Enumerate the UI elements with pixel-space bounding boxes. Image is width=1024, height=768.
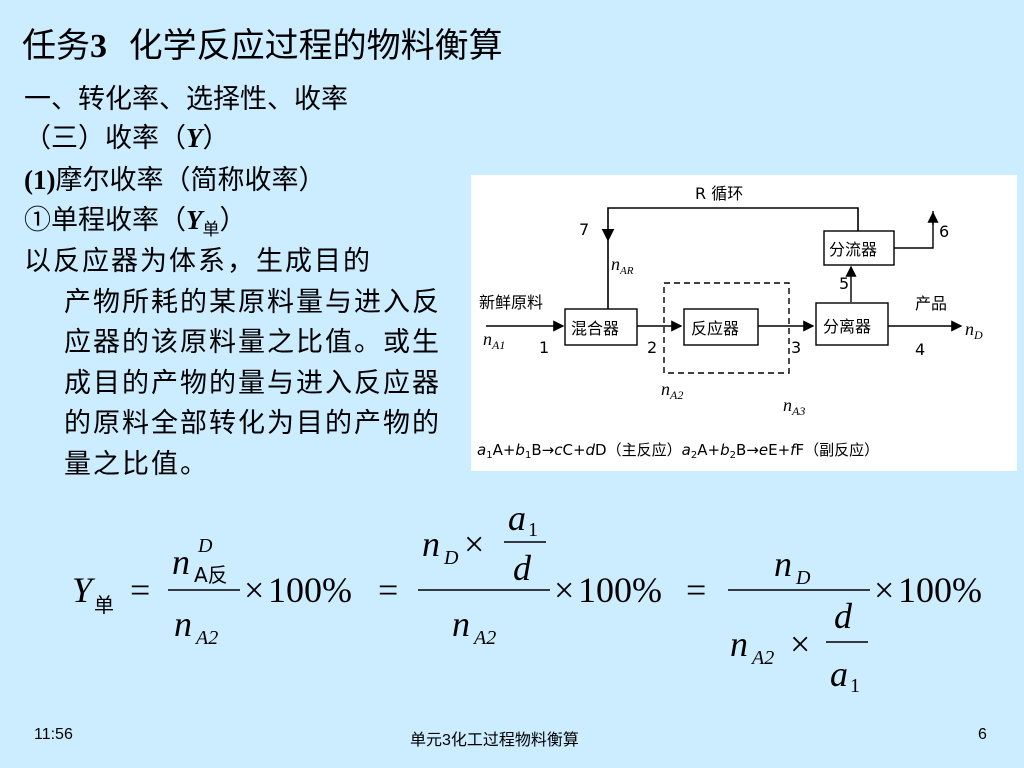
n-A1: nA1 [483, 329, 505, 352]
frac2-a-sub: 1 [528, 519, 538, 541]
stream-5: 5 [839, 274, 849, 293]
formula-eq-2: = [378, 570, 398, 610]
formula-Y: Y [72, 570, 96, 610]
frac2-den-n: n [452, 604, 470, 644]
frac3-a-sub: 1 [850, 675, 860, 697]
separator-label: 分离器 [823, 317, 871, 336]
frac3-den-sub: A2 [750, 647, 774, 669]
n-D: nD [965, 319, 983, 342]
heading-yield: （三）收率（Y） [24, 123, 230, 154]
frac2-a: a [508, 498, 526, 538]
reactor-system-boundary [663, 282, 790, 374]
times-2: × [554, 570, 574, 610]
frac3-num-sub: D [795, 567, 811, 589]
recycle-label: R 循环 [695, 184, 743, 203]
stream-6-line [894, 211, 934, 249]
product-label: 产品 [915, 294, 947, 313]
separator-box [815, 302, 889, 346]
frac3-den-n: n [730, 624, 748, 664]
recycle-line [607, 207, 859, 309]
mixer-box [564, 308, 638, 346]
process-flow-diagram: R 循环 7 nAR 分流器 6 5 新鲜原料 nA1 1 混合器 2 nA2 … [471, 175, 1017, 471]
feed-label: 新鲜原料 [479, 293, 543, 312]
hundred-2: 100% [578, 570, 662, 610]
reactor-label: 反应器 [691, 319, 739, 338]
frac2-d: d [513, 548, 532, 588]
frac3-num-n: n [774, 544, 792, 584]
frac3-a: a [830, 654, 848, 694]
frac1-den-sub: A2 [194, 627, 218, 649]
frac1-num-n: n [172, 542, 190, 582]
splitter-label: 分流器 [829, 240, 877, 259]
frac2-times: × [464, 524, 484, 564]
frac3-d: d [834, 596, 853, 636]
frac1-den-n: n [174, 604, 192, 644]
hundred-1: 100% [268, 570, 352, 610]
stream-3: 3 [791, 338, 801, 357]
formula-eq-1: = [130, 570, 150, 610]
n-A2: nA2 [661, 379, 683, 402]
reactor-box [683, 308, 759, 346]
frac1-num-sub: A反 [194, 563, 228, 587]
yield-formula: Y 单 = n D A反 n A2 × 100% = n D × a 1 d n… [72, 498, 982, 697]
stream-2: 2 [647, 338, 657, 357]
footer-time: 11:56 [34, 726, 73, 743]
times-3: × [874, 570, 894, 610]
stream-7: 7 [579, 220, 589, 239]
reaction-equation: a1A+b1B→cC+dD（主反应）a2A+b2B→eE+fF（副反应） [477, 441, 879, 461]
heading-molar-yield: (1)摩尔收率（简称收率） [24, 165, 326, 196]
frac1-num-sup: D [197, 535, 213, 557]
mixer-label: 混合器 [571, 319, 619, 338]
heading-single-pass: ①单程收率（Y单） [24, 205, 247, 240]
frac2-num-n: n [422, 524, 440, 564]
footer-title: 单元3化工过程物料衡算 [410, 732, 579, 749]
times-1: × [244, 570, 264, 610]
formula-Y-sub: 单 [94, 593, 114, 617]
stream-4: 4 [915, 340, 925, 359]
frac2-num-sub: D [443, 547, 459, 569]
n-A3: nA3 [783, 395, 805, 418]
footer-page-number: 6 [978, 726, 987, 743]
frac3-times: × [790, 624, 810, 664]
n-AR: nAR [611, 254, 634, 277]
hundred-3: 100% [898, 570, 982, 610]
stream-6: 6 [939, 222, 949, 241]
formula-eq-3: = [686, 570, 706, 610]
slide-title: 任务3 化学反应过程的物料衡算 [22, 26, 503, 66]
frac2-den-sub: A2 [472, 627, 496, 649]
heading-conversion: 一、转化率、选择性、收率 [24, 84, 348, 115]
stream-1: 1 [539, 338, 549, 357]
definition-paragraph: 以反应器为体系，生成目的 产物所耗的某原料量与进入反应器的该原料量之比值。或生成… [24, 246, 441, 480]
